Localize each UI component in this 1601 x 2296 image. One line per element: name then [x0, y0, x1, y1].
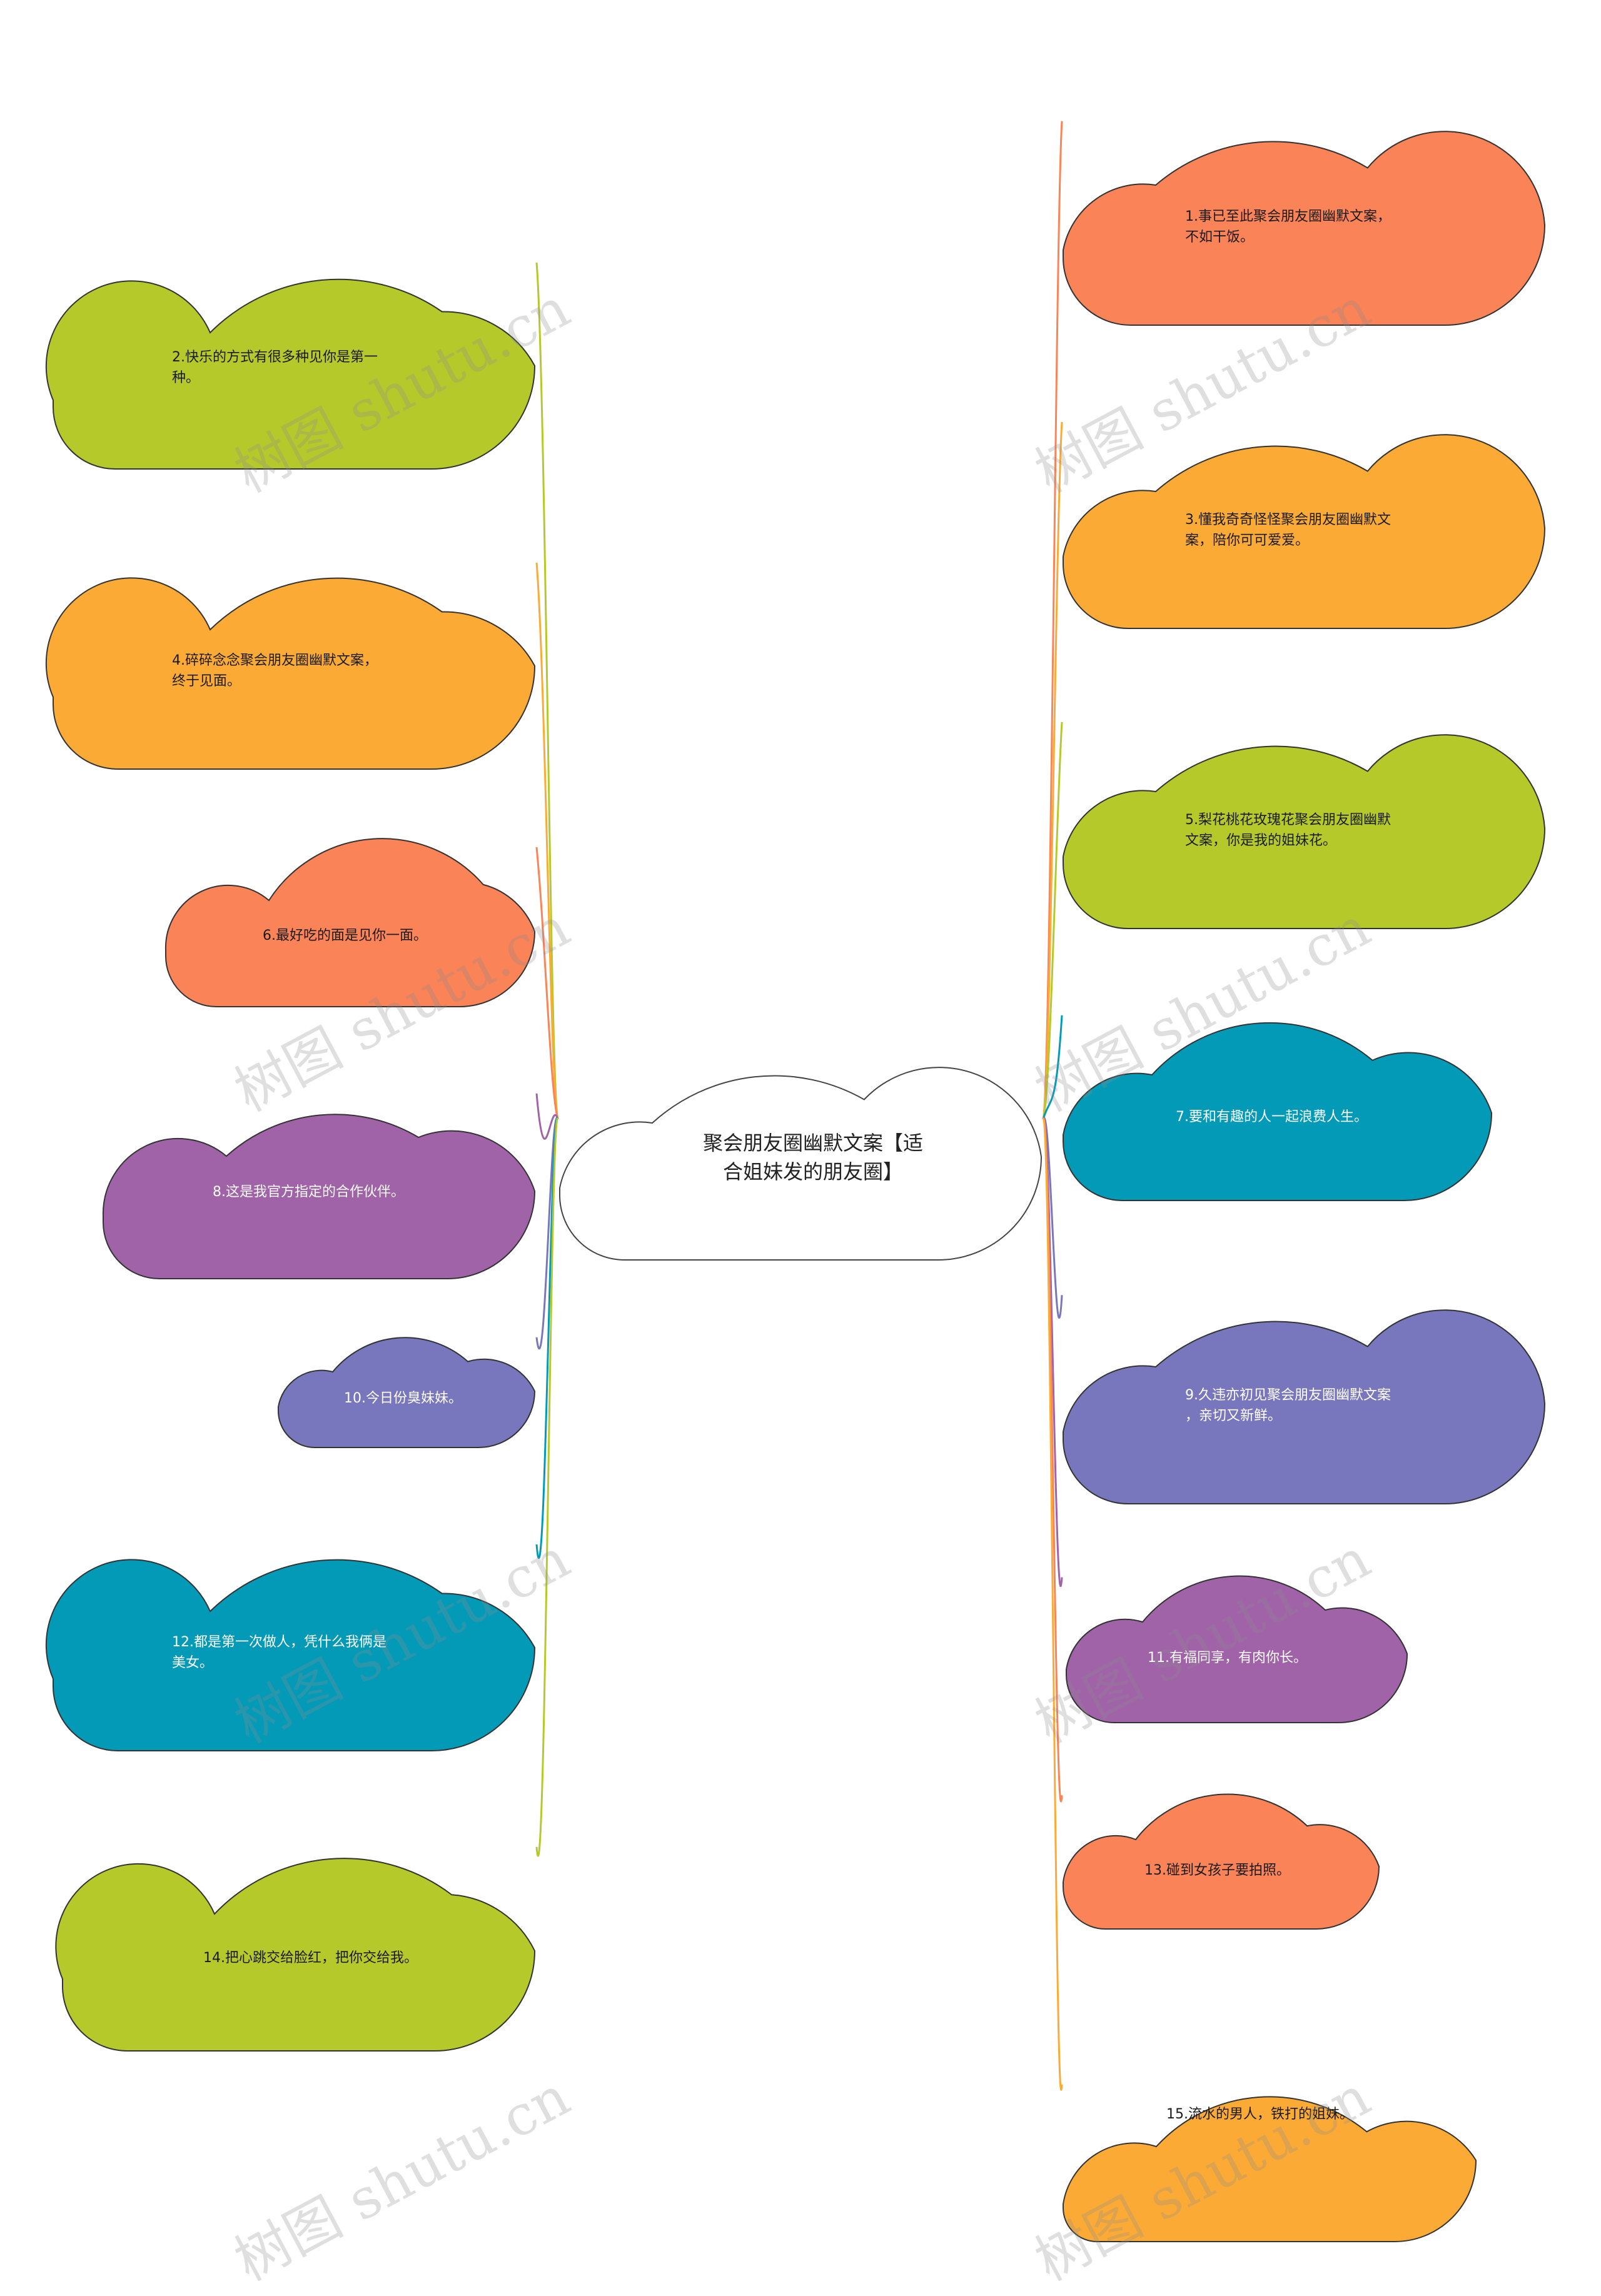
connector-line	[1042, 421, 1063, 1120]
topic-cloud-shape[interactable]	[45, 278, 536, 470]
topic-label-15: 15.流水的男人，铁打的姐妹。	[1166, 2107, 1353, 2122]
mindmap-canvas: 聚会朋友圈幽默文案【适 合姐妹发的朋友圈】 1.事已至此聚会朋友圈幽默文案， 不…	[45, 121, 1546, 2293]
topic-label-1: 1.事已至此聚会朋友圈幽默文案， 不如干饭。	[1185, 209, 1391, 245]
cloud-layer	[45, 131, 1546, 2242]
topic-cloud-shape[interactable]	[102, 1114, 536, 1279]
topic-cloud-shape[interactable]	[1063, 131, 1546, 326]
connector-line	[1042, 722, 1063, 1120]
connector-line	[535, 1093, 559, 1140]
topic-label-7: 7.要和有趣的人一起浪费人生。	[1176, 1109, 1368, 1125]
topic-label-5: 5.梨花桃花玫瑰花聚会朋友圈幽默 文案，你是我的姐妹花。	[1185, 812, 1391, 848]
connector-line	[1042, 1117, 1063, 1319]
topic-label-8: 8.这是我官方指定的合作伙伴。	[213, 1184, 405, 1200]
topic-cloud-shape[interactable]	[278, 1337, 536, 1448]
topic-label-3: 3.懂我奇奇怪怪聚会朋友圈幽默文 案，陪你可可爱爱。	[1185, 512, 1391, 548]
topic-cloud-shape[interactable]	[1063, 1309, 1546, 1504]
topic-label-4: 4.碎碎念念聚会朋友圈幽默文案， 终于见面。	[172, 653, 378, 689]
topic-label-9: 9.久违亦初见聚会朋友圈幽默文案 ，亲切又新鲜。	[1185, 1387, 1391, 1424]
topic-cloud-shape[interactable]	[45, 577, 536, 770]
topic-label-11: 11.有福同享，有肉你长。	[1148, 1650, 1307, 1666]
center-cloud-shape	[559, 1067, 1043, 1261]
topic-cloud-shape[interactable]	[164, 838, 536, 1007]
connector-line	[1042, 1118, 1063, 2091]
connector-line	[1042, 1015, 1063, 1120]
connector-lines	[535, 121, 1063, 2091]
topic-cloud-shape[interactable]	[1063, 734, 1546, 929]
topic-cloud-shape[interactable]	[55, 1858, 536, 2052]
topic-label-14: 14.把心跳交给脸红，把你交给我。	[203, 1950, 418, 1966]
topic-cloud-shape[interactable]	[1063, 2096, 1477, 2242]
topic-label-10: 10.今日份臭妹妹。	[344, 1391, 462, 1406]
topic-cloud-shape[interactable]	[1063, 1022, 1493, 1201]
connector-line	[535, 1118, 559, 1857]
connector-line	[535, 562, 559, 1120]
topic-cloud-shape[interactable]	[1063, 434, 1546, 629]
topic-label-12: 12.都是第一次做人，凭什么我俩是 美女。	[172, 1634, 386, 1671]
center-topic-label: 聚会朋友圈幽默文案【适 合姐妹发的朋友圈】	[702, 1131, 923, 1184]
topic-label-13: 13.碰到女孩子要拍照。	[1144, 1863, 1290, 1878]
connector-line	[535, 847, 559, 1120]
topic-label-2: 2.快乐的方式有很多种见你是第一 种。	[172, 350, 378, 386]
topic-cloud-shape[interactable]	[1066, 1575, 1408, 1723]
topic-label-6: 6.最好吃的面是见你一面。	[263, 928, 427, 944]
topic-cloud-shape[interactable]	[1063, 1793, 1380, 1930]
topic-cloud-shape[interactable]	[45, 1559, 536, 1751]
